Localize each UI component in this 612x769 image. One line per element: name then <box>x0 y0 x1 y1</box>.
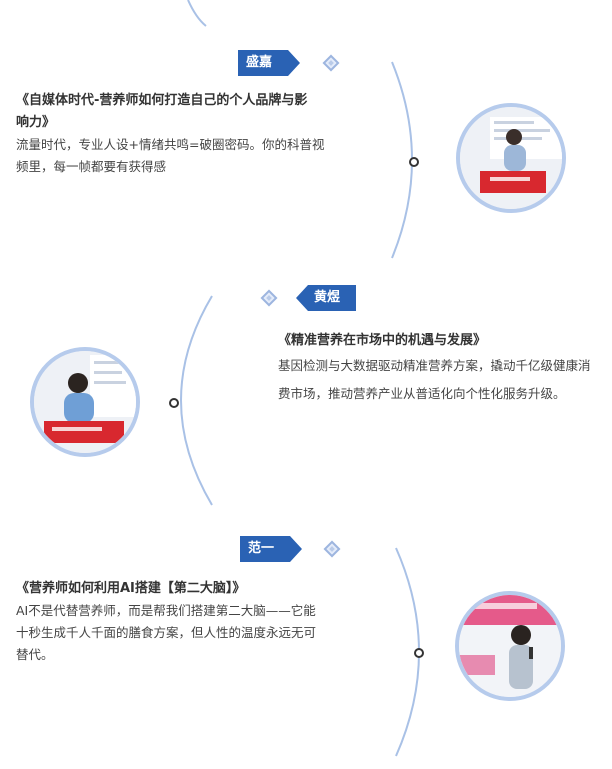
talk-description: AI不是代替营养师，而是帮我们搭建第二大脑——它能十秒生成千人千面的膳食方案，但… <box>16 603 317 662</box>
timeline-curve-2 <box>180 295 213 506</box>
talk-title: 《精准营养在市场中的机遇与发展》 <box>278 333 487 348</box>
timeline-node-icon <box>409 157 419 167</box>
speaker-photo-icon <box>456 103 566 213</box>
talk-title: 《营养师如何利用AI搭建【第二大脑】》 <box>16 581 246 596</box>
timeline-curve-top <box>187 0 207 27</box>
speaker-photo-icon <box>455 591 565 701</box>
talk-description: 流量时代，专业人设+情绪共鸣=破圈密码。你的科普视频里，每一帧都要有获得感 <box>16 137 325 174</box>
timeline-node-icon <box>169 398 179 408</box>
speaker-name-tag: 盛嘉一 <box>238 50 300 76</box>
speaker-photo-icon <box>30 347 140 457</box>
speaker-name-tag: 范一晴 <box>240 536 302 562</box>
speaker-name-tag: 黄煜韬 <box>296 285 356 311</box>
talk-title: 《自媒体时代-营养师如何打造自己的个人品牌与影响力》 <box>16 93 308 130</box>
timeline-node-icon <box>414 648 424 658</box>
talk-description: 基因检测与大数据驱动精准营养方案，撬动千亿级健康消费市场，推动营养产业从普适化向… <box>278 358 591 401</box>
